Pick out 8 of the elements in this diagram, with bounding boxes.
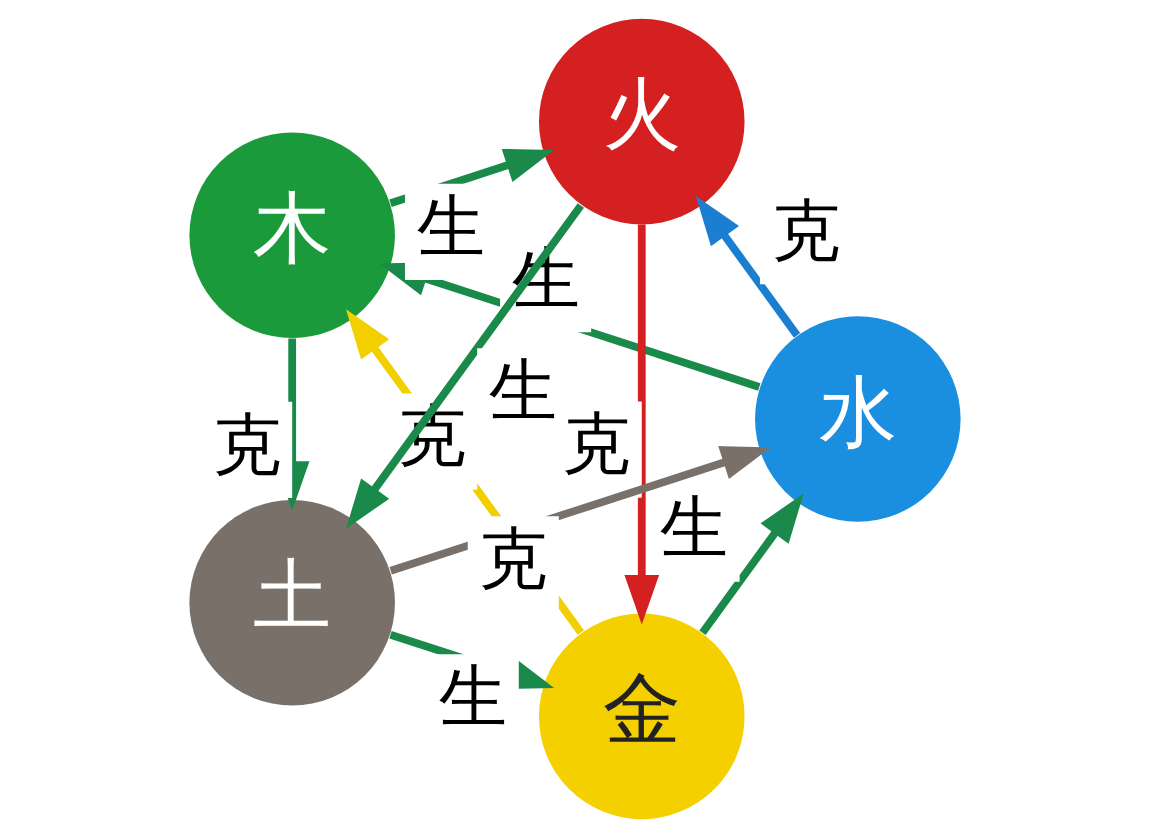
edge-label: 克 <box>212 404 281 484</box>
edge-label: 生 <box>439 657 508 737</box>
edge-label: 克 <box>479 518 548 598</box>
edge-label: 生 <box>660 488 729 568</box>
edge-label: 生 <box>416 186 485 266</box>
edge-label: 生 <box>488 351 557 430</box>
edge-label: 克 <box>562 404 631 484</box>
edge-label: 克 <box>771 190 840 270</box>
